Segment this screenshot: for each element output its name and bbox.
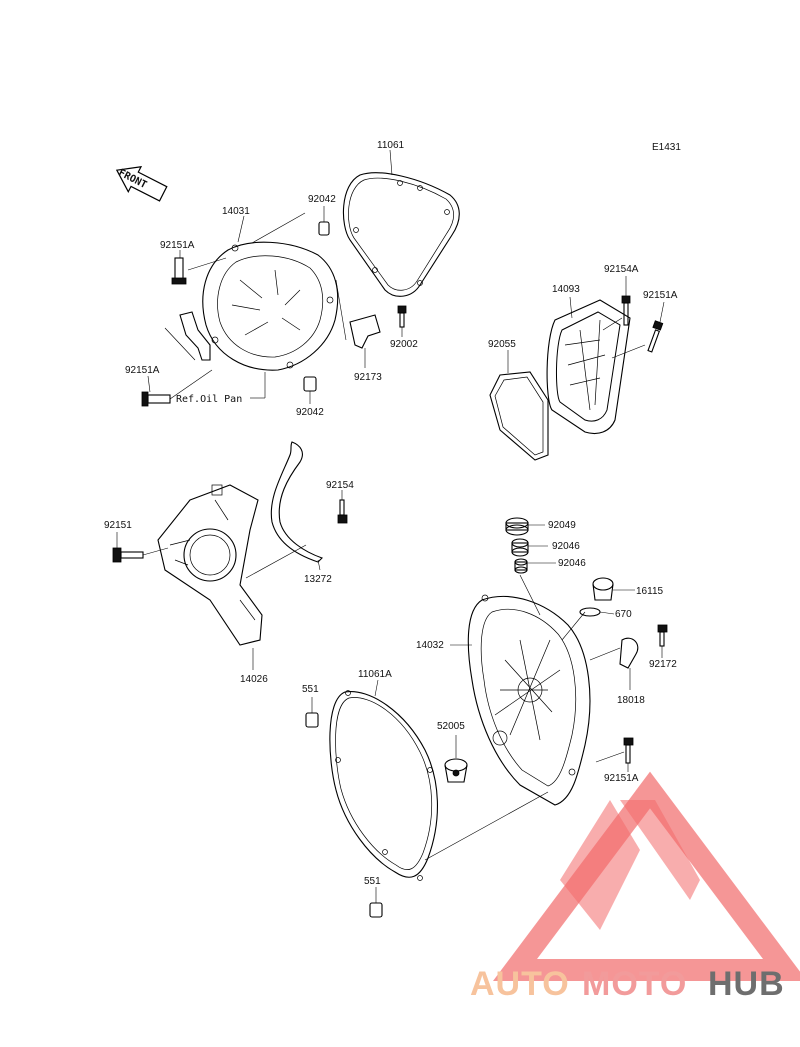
- bolt-icon: [657, 624, 668, 647]
- label-13272: 13272: [304, 574, 332, 585]
- gasket-92055: [489, 371, 549, 461]
- label-16115: 16115: [636, 586, 664, 597]
- label-92042-b: 92042: [296, 407, 324, 418]
- generator-cover-14031: [202, 241, 339, 371]
- label-14093: 14093: [552, 284, 580, 295]
- dowel-pin-icon: [305, 712, 319, 728]
- bolt-icon: [141, 391, 171, 407]
- label-14031: 14031: [222, 206, 250, 217]
- dowel-pin-icon: [318, 221, 330, 236]
- bolt-icon: [112, 547, 144, 563]
- bolt-icon: [397, 305, 407, 328]
- plug-16115: [592, 577, 614, 601]
- clamp-92173: [349, 314, 381, 349]
- sprocket-cover-14026: [157, 484, 263, 646]
- seal-92046-b: [514, 558, 528, 574]
- gasket-11061a: [329, 690, 439, 881]
- gasket-13272: [270, 441, 324, 563]
- logo-part-moto: MOTO: [582, 965, 687, 1003]
- front-arrow-icon: FRONT: [115, 166, 168, 202]
- bracket: [179, 311, 211, 361]
- bolt-icon: [621, 295, 631, 326]
- label-14026: 14026: [240, 674, 268, 685]
- label-11061: 11061: [377, 140, 405, 151]
- label-92049: 92049: [548, 520, 576, 531]
- label-92046-b: 92046: [558, 558, 586, 569]
- label-92151: 92151: [104, 520, 132, 531]
- logo-part-auto: AUTO: [470, 965, 570, 1003]
- label-92042-a: 92042: [308, 194, 336, 205]
- damper-52005: [444, 758, 468, 783]
- gasket-11061: [342, 172, 460, 297]
- logo-part-hub: HUB: [708, 965, 785, 1003]
- label-18018: 18018: [617, 695, 645, 706]
- diagram-code: E1431: [652, 142, 681, 153]
- ref-oil-pan-note: Ref.Oil Pan: [176, 394, 242, 405]
- label-551-b: 551: [364, 876, 381, 887]
- label-92046-a: 92046: [552, 541, 580, 552]
- bolt-icon: [171, 257, 187, 285]
- label-92154: 92154: [326, 480, 354, 491]
- label-92151a-3: 92151A: [643, 290, 678, 301]
- cover-14093: [546, 299, 631, 435]
- bolt-icon: [337, 499, 348, 524]
- automotohub-logo: AUTO MOTO HUB: [470, 771, 800, 1003]
- label-52005: 52005: [437, 721, 465, 732]
- label-551-a: 551: [302, 684, 319, 695]
- label-11061a: 11061A: [358, 669, 392, 680]
- label-92172: 92172: [649, 659, 677, 670]
- label-92151a-2: 92151A: [125, 365, 160, 376]
- bolt-icon: [623, 737, 634, 764]
- label-92002: 92002: [390, 339, 418, 350]
- label-92151a-1: 92151A: [160, 240, 195, 251]
- label-92055: 92055: [488, 339, 516, 350]
- label-92173: 92173: [354, 372, 382, 383]
- dowel-pin-icon: [303, 376, 317, 392]
- part-18018: [619, 637, 639, 669]
- label-14032: 14032: [416, 640, 444, 651]
- dowel-pin-icon: [369, 902, 383, 918]
- label-92151a-4: 92151A: [604, 773, 639, 784]
- label-92154a: 92154A: [604, 264, 639, 275]
- seal-92046-a: [511, 538, 529, 557]
- seal-92049: [505, 517, 529, 536]
- label-670: 670: [615, 609, 632, 620]
- clutch-cover-14032: [467, 594, 591, 806]
- bolt-icon: [647, 320, 664, 353]
